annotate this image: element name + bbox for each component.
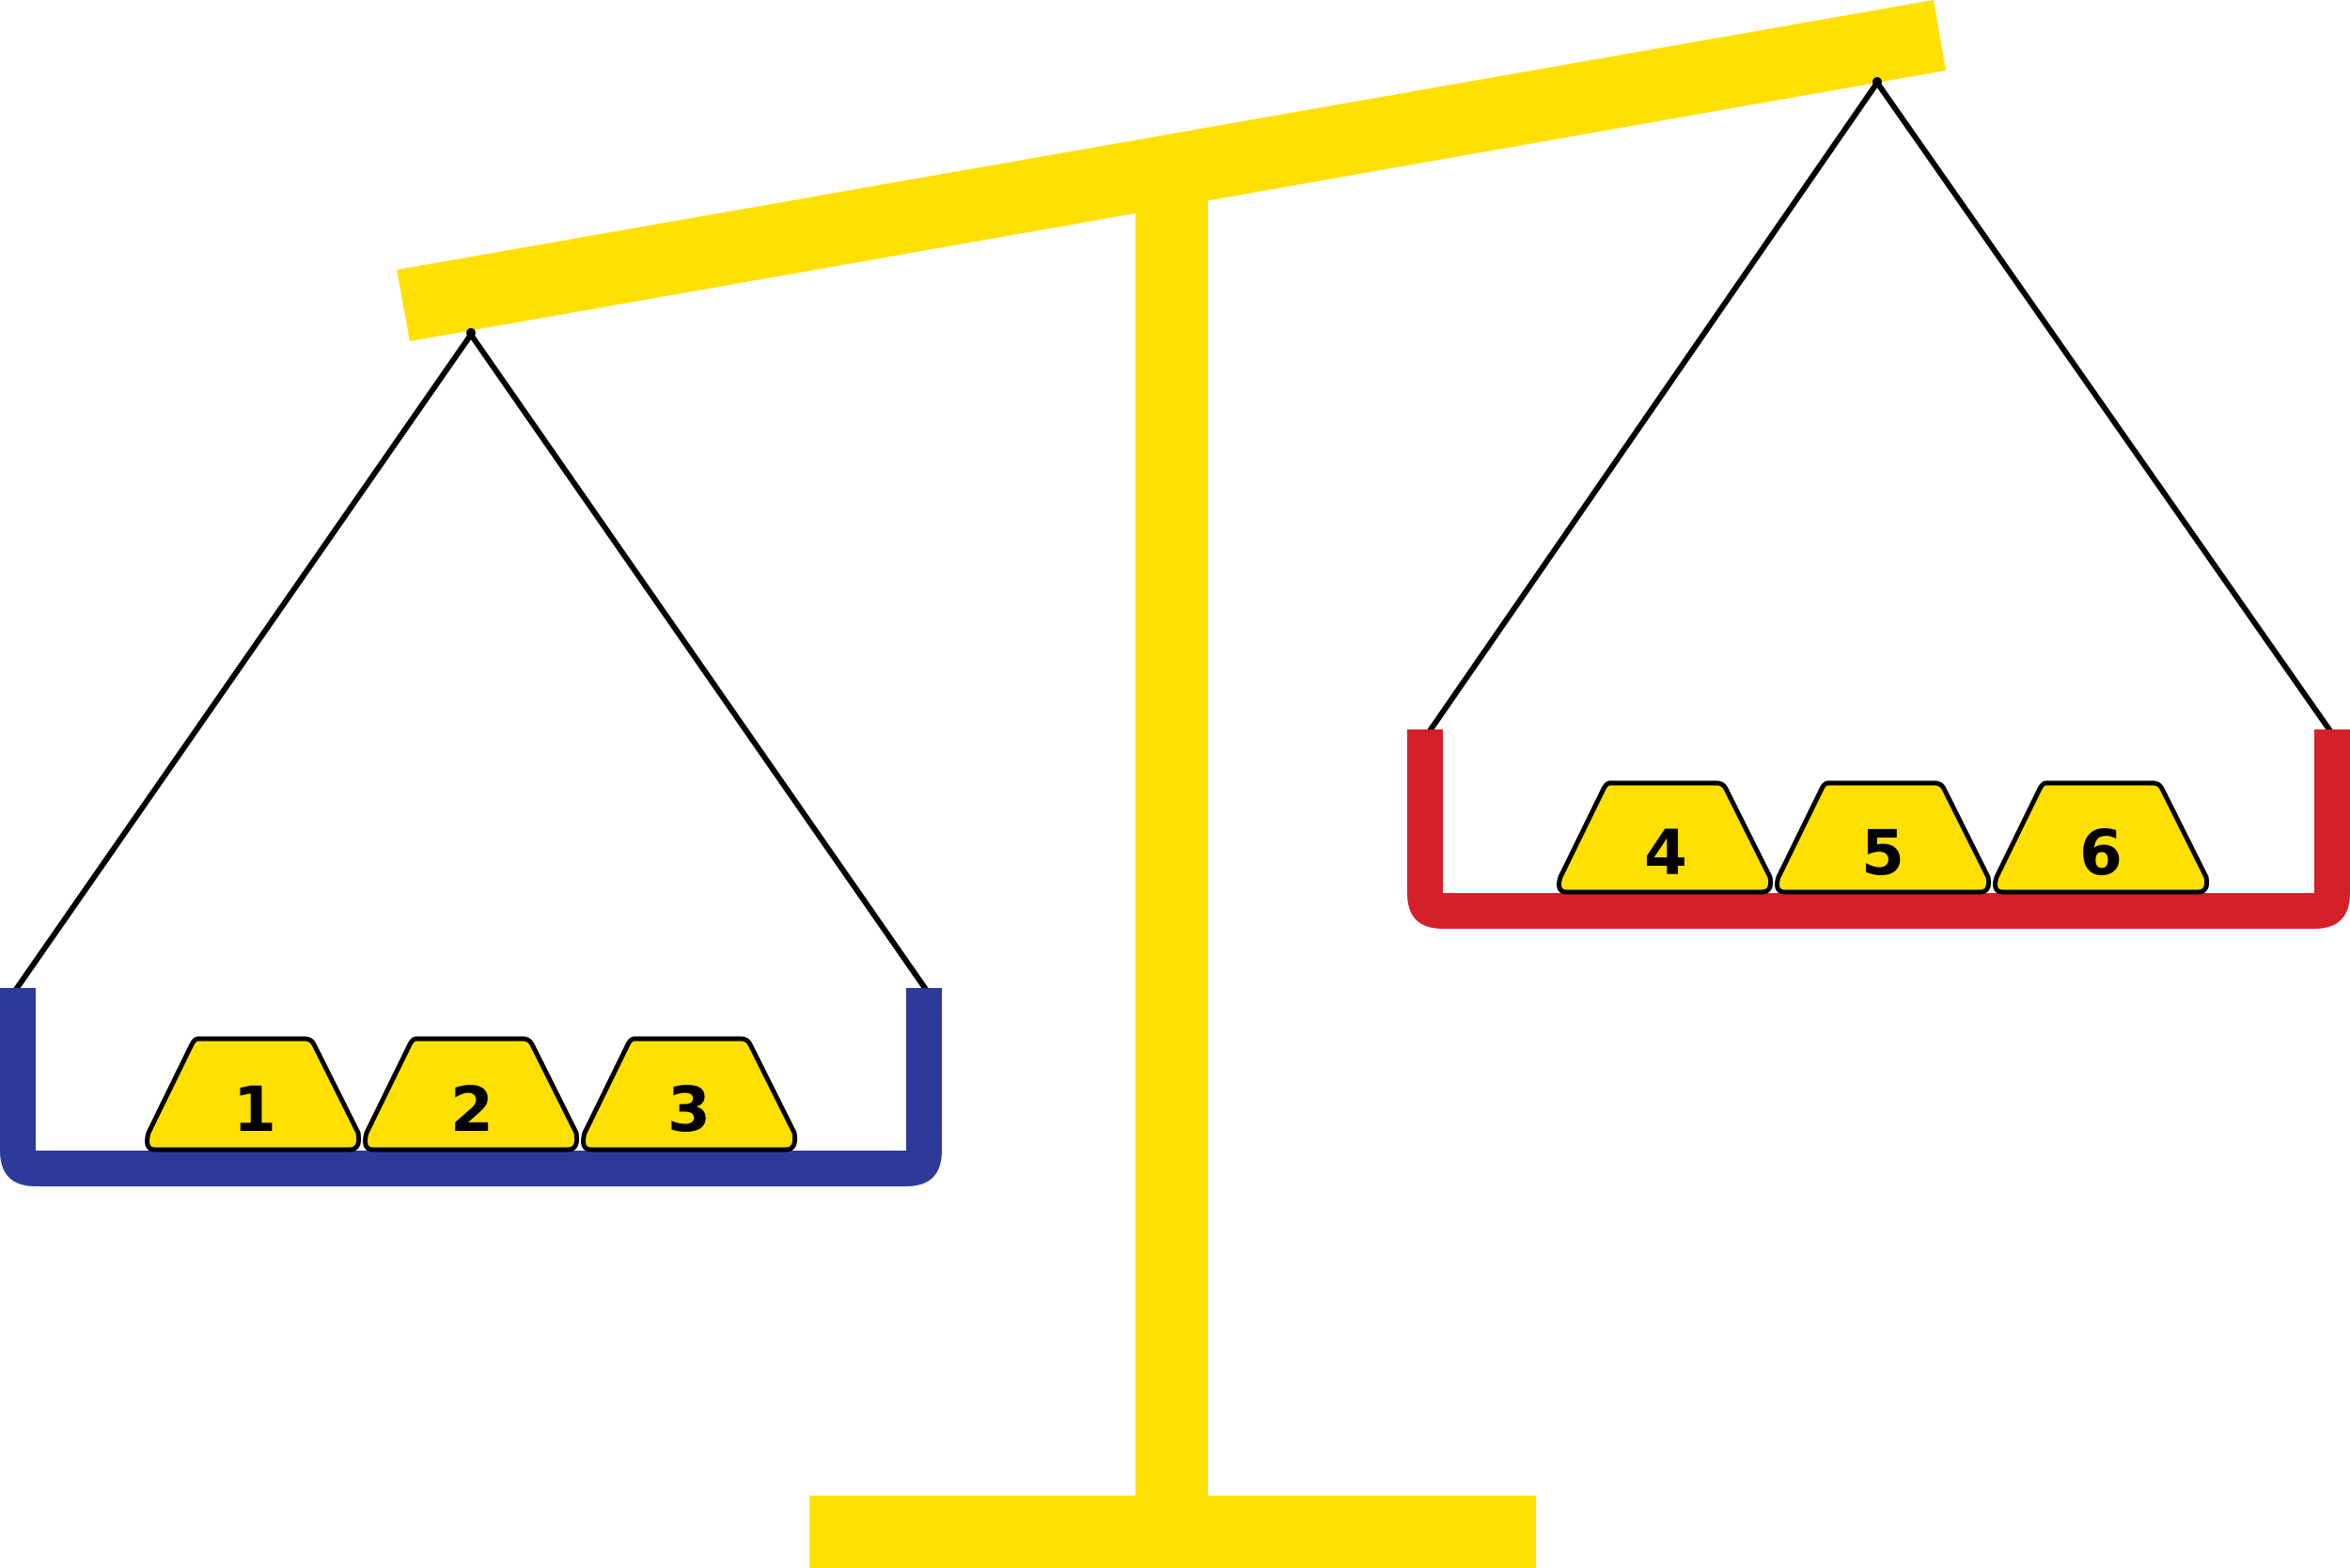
right-pan [1407,729,2350,929]
scale-post [1136,169,1208,1504]
right-pan-weight-6: 6 [1993,780,2210,895]
left-pan-weight-2-label: 2 [450,1074,494,1146]
right-pan-weight-6-label: 6 [2079,817,2123,889]
right-pan-weight-4-label: 4 [1644,817,1687,889]
left-pan-weight-3-label: 3 [667,1074,711,1146]
scale-base [809,1496,1536,1568]
right-pan-weight-5: 5 [1775,780,1992,895]
left-pan-weight-2: 2 [363,1036,580,1152]
right-pan-weight-4: 4 [1557,780,1774,895]
scale-beam [397,0,1946,341]
right-pan-strings [1426,81,2334,734]
left-pan-weight-3: 3 [581,1036,798,1152]
right-pan-hook [1872,77,1882,86]
right-pan-weight-5-label: 5 [1861,817,1904,889]
left-pan-hook [466,328,476,337]
left-pan-weight-1: 1 [145,1036,362,1152]
left-pan [0,988,942,1186]
left-pan-strings [12,333,930,993]
left-pan-weight-1-label: 1 [233,1074,276,1146]
